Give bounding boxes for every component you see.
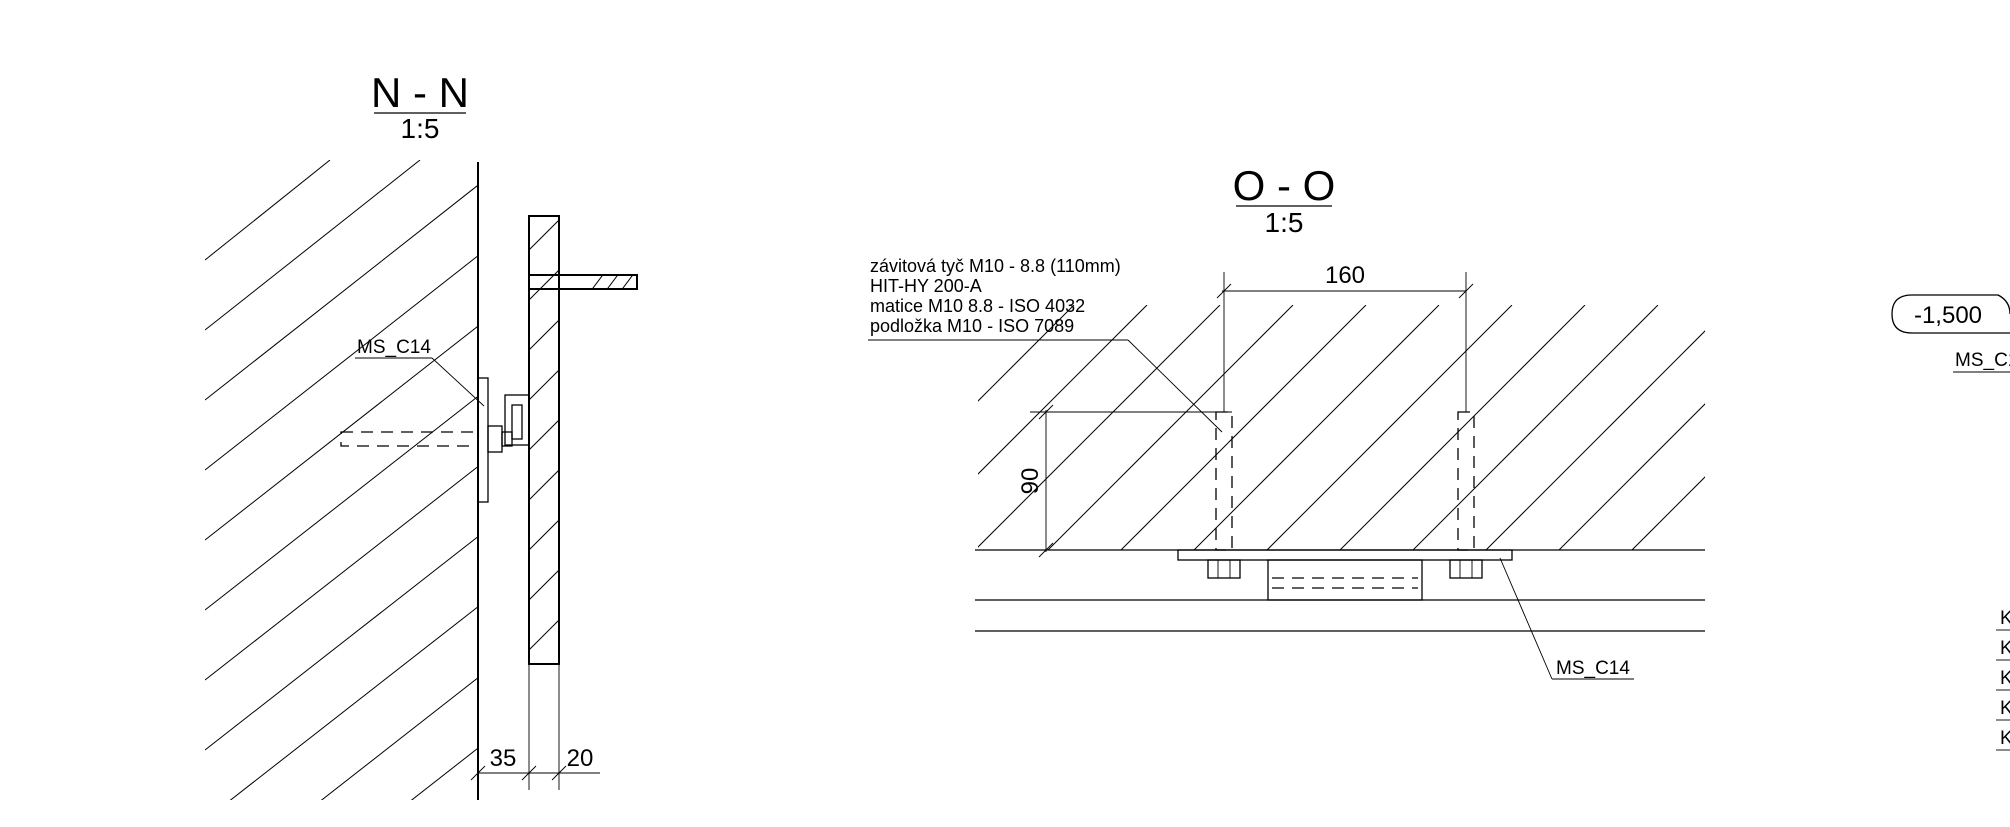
level-marker-frame <box>1891 294 2010 334</box>
section-oo-note-1: závitová tyč M10 - 8.8 (110mm) <box>870 256 1121 276</box>
base-plate-oo <box>1177 549 1513 561</box>
right-view-k-label-3: K <box>2000 668 2010 689</box>
section-oo-dim-width: 160 <box>1325 262 1365 289</box>
section-nn-channel-label: MS_C14 <box>357 337 431 358</box>
vertical-plate-nn <box>528 215 560 665</box>
section-oo-dim-depth: 90 <box>1017 468 1044 495</box>
section-oo-note-3: matice M10 8.8 - ISO 4032 <box>870 296 1085 316</box>
right-view-k-label-4: K <box>2000 698 2010 719</box>
section-oo-note-4: podložka M10 - ISO 7089 <box>870 316 1074 336</box>
channel-inner-nn <box>511 404 523 440</box>
section-oo: O - O 1:5 <box>868 162 1705 680</box>
section-nn-leader <box>431 357 485 407</box>
right-view-k-label-2: K <box>2000 638 2010 659</box>
section-oo-title: O - O <box>1233 162 1336 209</box>
bolt-head-nn <box>501 431 513 447</box>
right-partial-view: -1,500 MS_C1 K K K K K <box>1891 294 2010 751</box>
section-oo-scale: 1:5 <box>1265 207 1304 238</box>
level-marker-value: -1,500 <box>1914 302 1982 329</box>
right-view-channel-label: MS_C1 <box>1955 350 2010 371</box>
section-oo-dim-90-tick-2 <box>1038 542 1054 558</box>
plate-hatching-nn <box>529 219 559 651</box>
section-nn-tick-3 <box>551 765 567 781</box>
wall-hatching-oo <box>978 305 1705 550</box>
nut-left-oo <box>1207 559 1241 579</box>
section-nn-tick-2 <box>521 765 537 781</box>
channel-nn <box>504 394 530 446</box>
section-nn: N - N 1:5 <box>205 69 638 800</box>
section-oo-dim-160-tick-1 <box>1216 283 1232 299</box>
right-view-k-label-1: K <box>2000 608 2010 629</box>
right-view-k-label-5: K <box>2000 728 2010 749</box>
section-oo-dim-160-tick-2 <box>1458 283 1474 299</box>
section-nn-title: N - N <box>371 69 469 116</box>
section-nn-dim-a: 35 <box>490 745 517 772</box>
section-nn-dim-b: 20 <box>567 745 594 772</box>
wall-hatching-nn <box>205 160 478 800</box>
bracket-nn <box>528 274 638 290</box>
section-oo-dim-90-tick-1 <box>1038 404 1054 420</box>
section-oo-label-leader <box>1499 557 1553 680</box>
section-oo-channel-label: MS_C14 <box>1556 658 1630 679</box>
section-oo-note-leader <box>1127 339 1223 433</box>
section-nn-scale: 1:5 <box>401 113 440 144</box>
nut-right-oo <box>1449 559 1483 579</box>
wall-plate-nn <box>477 377 489 503</box>
anchor-rod-left-oo <box>1215 411 1233 551</box>
anchor-rod-right-oo <box>1457 411 1475 551</box>
anchor-rod-nn <box>340 431 479 447</box>
nut-nn <box>487 425 503 453</box>
section-oo-note-2: HIT-HY 200-A <box>870 276 982 296</box>
channel-oo <box>1267 559 1423 601</box>
bracket-hatching-nn <box>591 275 634 289</box>
section-nn-tick-1 <box>470 765 486 781</box>
